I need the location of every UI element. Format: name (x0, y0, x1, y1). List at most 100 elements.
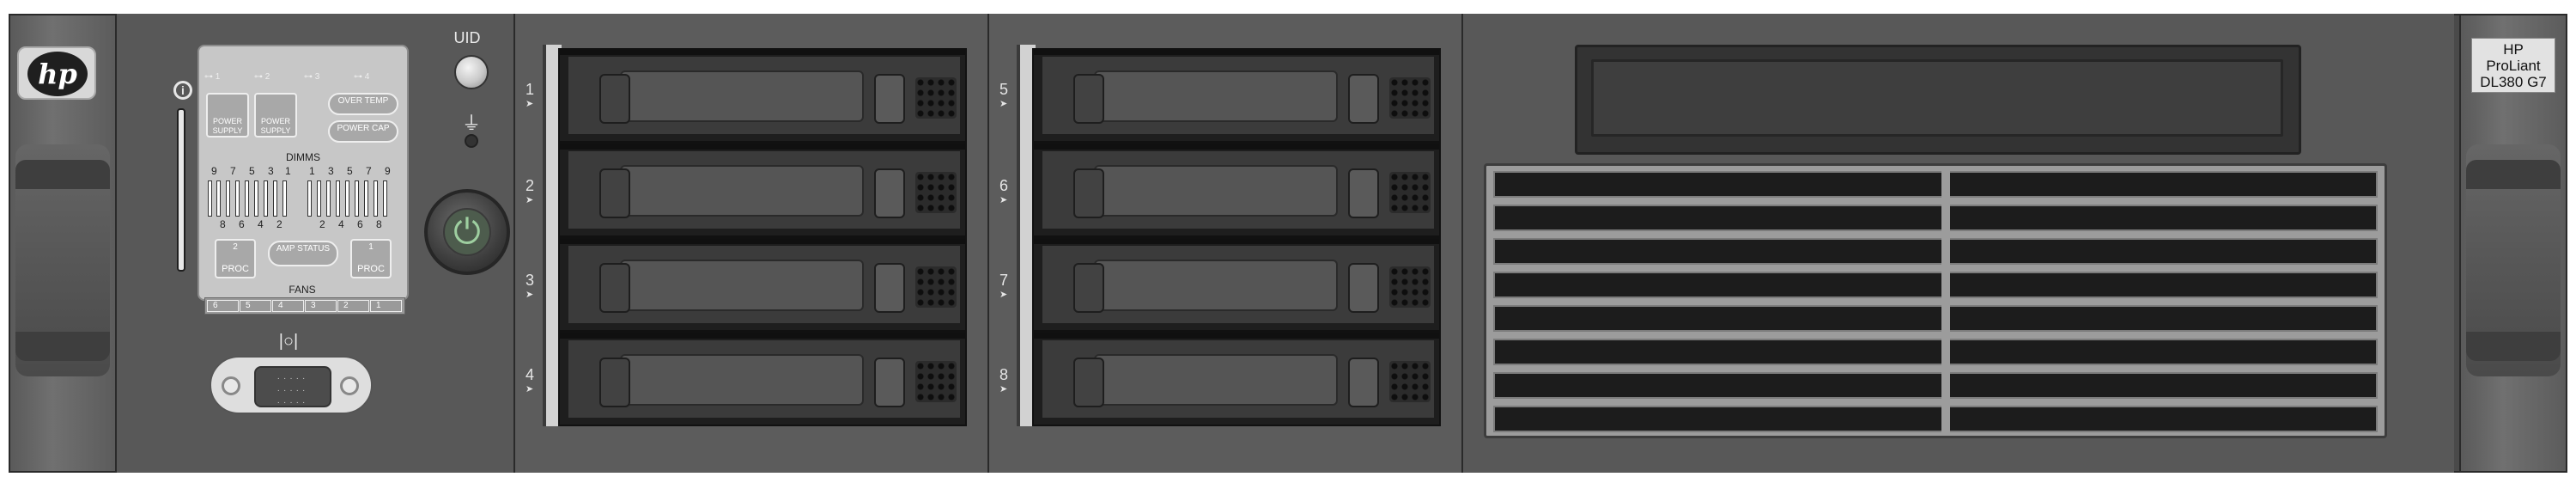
drive-carrier (1042, 151, 1434, 229)
drive-tab (1073, 74, 1104, 124)
dimm-slot (226, 180, 230, 217)
dimm-slot (336, 180, 340, 217)
power-supply-label: POWER SUPPLY (212, 117, 243, 135)
dimm-number: 2 (276, 218, 283, 230)
vent-slot (1493, 205, 2378, 231)
bay-arrow-icon: ➤ (526, 195, 534, 205)
drive-bay-8[interactable] (1032, 332, 1441, 426)
nic-number: 1 (215, 72, 221, 82)
fan-indicator-4: 4 (272, 300, 304, 312)
dimm-number: 3 (268, 165, 274, 177)
dimm-slot (307, 180, 312, 217)
drive-cage-2: 5 ➤ 6 ➤ 7 ➤ 8 ➤ (989, 14, 1463, 473)
drive-led-grille (915, 172, 957, 213)
serial-label-pull-tab[interactable] (177, 108, 185, 272)
vent-slot (1493, 272, 2378, 298)
drive-carrier (1042, 246, 1434, 323)
drive-led-grille (915, 361, 957, 402)
dimm-number: 6 (357, 218, 363, 230)
vent-slot (1493, 372, 2378, 399)
media-bay[interactable] (1575, 45, 2301, 155)
dimm-number: 4 (338, 218, 344, 230)
drive-bay-6[interactable] (1032, 143, 1441, 237)
drive-tab (599, 168, 630, 218)
drive-carrier (568, 57, 960, 134)
bay-stripe (1034, 333, 1439, 339)
left-rack-handle[interactable] (15, 144, 110, 376)
dimm-slot (364, 180, 368, 217)
drive-latch[interactable] (874, 168, 905, 218)
nic-indicator-1: ⊶ 1 (204, 72, 221, 82)
air-vent (1484, 163, 2387, 438)
cage-rail (1017, 45, 1036, 426)
drive-latch[interactable] (874, 74, 905, 124)
bay-number: 4 (525, 366, 534, 383)
model-label-series: ProLiant (2486, 58, 2541, 74)
drive-bay-2[interactable] (558, 143, 967, 237)
bay-number: 1 (525, 81, 534, 98)
bay-stripe (560, 50, 965, 55)
nic-number: 2 (264, 72, 270, 82)
bay-arrow-icon: ➤ (999, 290, 1008, 300)
dimm-number: 7 (366, 165, 372, 177)
dimm-slot (355, 180, 359, 217)
bay-stripe (1034, 144, 1439, 150)
power-cap-indicator: POWER CAP (328, 120, 398, 143)
proc-label: PROC (357, 264, 385, 274)
drive-latch[interactable] (1348, 263, 1379, 313)
model-label-brand: HP (2503, 41, 2524, 58)
dimm-slot (345, 180, 349, 217)
drive-led-grille (1389, 266, 1431, 308)
drive-latch[interactable] (874, 358, 905, 407)
drive-bay-1[interactable] (558, 48, 967, 143)
drive-tab (1073, 358, 1104, 407)
drive-bay-4[interactable] (558, 332, 967, 426)
drive-bay-3[interactable] (558, 237, 967, 332)
bay-number: 7 (999, 272, 1008, 289)
drive-bay-7[interactable] (1032, 237, 1441, 332)
dimm-slot (283, 180, 287, 217)
drive-latch[interactable] (1348, 358, 1379, 407)
vent-slot (1493, 238, 2378, 265)
vent-slot (1493, 339, 2378, 365)
right-rack-handle[interactable] (2466, 144, 2561, 376)
power-supply-2-indicator: POWER SUPPLY (254, 93, 297, 138)
drive-bay-5[interactable] (1032, 48, 1441, 143)
nic-number: 3 (314, 72, 320, 82)
drive-latch[interactable] (874, 263, 905, 313)
bay-stripe (1034, 239, 1439, 244)
fan-indicator-2: 2 (337, 300, 369, 312)
power-button[interactable]: ⏻ (424, 189, 510, 275)
dimm-number: 9 (385, 165, 391, 177)
dimm-number: 8 (376, 218, 382, 230)
vga-connector: ··············· (254, 366, 331, 407)
nic-number: 4 (364, 72, 370, 82)
amp-status-indicator: AMP STATUS (268, 241, 338, 266)
drive-lever (1094, 354, 1338, 406)
drive-lever (620, 70, 864, 122)
drive-latch[interactable] (1348, 168, 1379, 218)
dimm-number: 1 (309, 165, 315, 177)
model-label: HP ProLiant DL380 G7 (2471, 38, 2555, 93)
drive-latch[interactable] (1348, 74, 1379, 124)
bay-number: 5 (999, 81, 1008, 98)
drive-carrier (1042, 340, 1434, 418)
bay-number: 2 (525, 177, 534, 194)
bay-arrow-icon: ➤ (999, 384, 1008, 394)
nic-indicator-2: ⊶ 2 (254, 72, 270, 82)
dimm-slot (326, 180, 331, 217)
dimm-number: 2 (319, 218, 325, 230)
dimm-number: 1 (285, 165, 291, 177)
uid-button[interactable] (454, 55, 489, 89)
vga-port[interactable]: ··············· (210, 356, 373, 414)
dimm-slot (374, 180, 378, 217)
dimm-number: 7 (230, 165, 236, 177)
bay-stripe (560, 333, 965, 339)
fan-indicator-3: 3 (305, 300, 337, 312)
uid-label: UID (453, 29, 481, 46)
vent-slot (1493, 171, 2378, 198)
bay-arrow-icon: ➤ (999, 99, 1008, 109)
drive-carrier (568, 340, 960, 418)
bay-number: 3 (525, 272, 534, 289)
proc-number: 2 (233, 242, 238, 252)
